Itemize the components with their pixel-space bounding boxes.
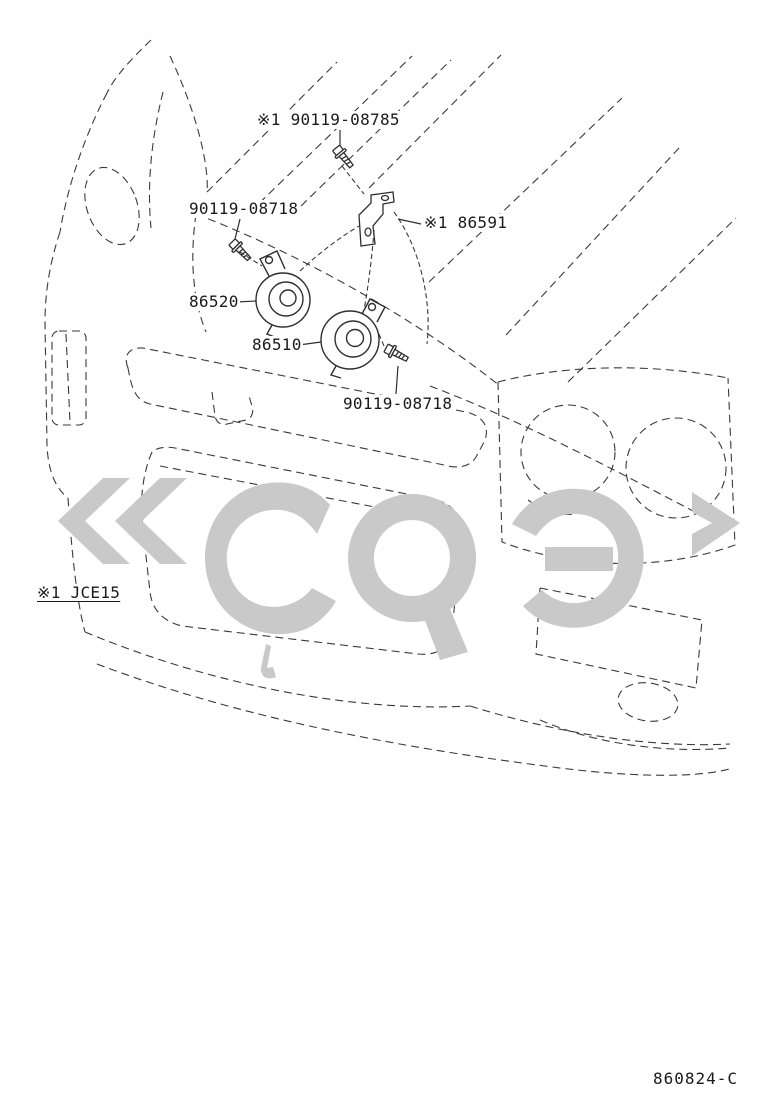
- bolt-90119-08718-upper-drawing: [226, 236, 255, 265]
- horn-86510-drawing: [320, 298, 386, 379]
- part-label-bolt-90119-08718-upper: 90119-08718: [188, 199, 300, 218]
- bolt-90119-08718-lower-drawing: [382, 341, 411, 366]
- bolt-90119-08785-drawing: [330, 143, 358, 172]
- car-body-outline: [44, 39, 737, 776]
- model-applicability-note: ※1 JCE15: [36, 583, 122, 602]
- part-label-bracket-86591: ※1 86591: [423, 213, 509, 232]
- part-label-horn-86520: 86520: [188, 292, 240, 311]
- assembly-dashed-lines: [239, 165, 429, 347]
- part-label-bolt-90119-08718-lower: 90119-08718: [342, 394, 454, 413]
- part-label-bolt-90119-08785: ※1 90119-08785: [256, 110, 401, 129]
- watermark-logo: [58, 478, 740, 679]
- diagram-code: 860824-C: [653, 1069, 739, 1088]
- part-label-horn-86510: 86510: [251, 335, 303, 354]
- horn-86520-drawing: [255, 250, 311, 339]
- mounting-bracket-86591-drawing: [358, 191, 395, 247]
